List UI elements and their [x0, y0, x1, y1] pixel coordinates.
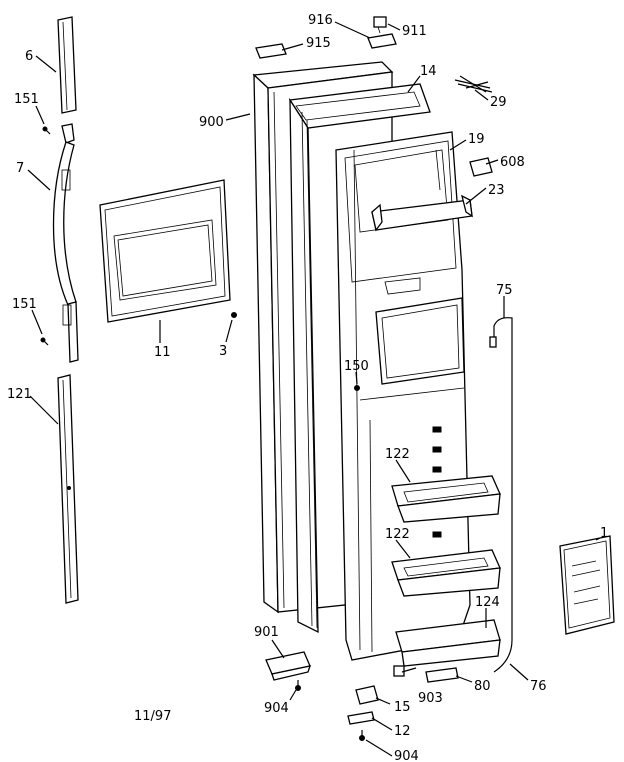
label-901: 901: [254, 625, 279, 640]
owners-manual: [559, 535, 615, 635]
screw-904-bottom: [359, 730, 365, 741]
label-904-left: 904: [264, 701, 289, 716]
label-124: 124: [475, 595, 500, 610]
label-11: 11: [154, 345, 171, 360]
bushing-911: [373, 16, 387, 34]
label-6: 6: [25, 49, 33, 64]
screw-3: [231, 312, 237, 318]
hinge-cap-916: [367, 33, 397, 49]
screw-151-upper: [42, 126, 51, 135]
leader-lines: [27, 21, 601, 757]
hinge-15: [355, 685, 379, 705]
label-122-lower: 122: [385, 527, 410, 542]
label-911: 911: [402, 24, 427, 39]
upper-shelf: [371, 194, 473, 232]
label-122-upper: 122: [385, 447, 410, 462]
label-904-bottom: 904: [394, 749, 419, 762]
label-608: 608: [500, 155, 525, 170]
screw-150: [354, 385, 360, 391]
label-76: 76: [530, 679, 547, 694]
label-19: 19: [468, 132, 485, 147]
label-900: 900: [199, 115, 224, 130]
roller-903: [393, 665, 405, 677]
hinge-cover-915: [255, 43, 287, 59]
water-tube: [489, 317, 513, 673]
hinge-plate-12: [347, 711, 375, 725]
label-7: 7: [16, 161, 24, 176]
wire-harness: [454, 75, 493, 93]
label-80: 80: [474, 679, 491, 694]
door-gasket: [288, 83, 431, 634]
part-labels: 6 151 7 151 121 11 3 900 916 915 911 14 …: [7, 13, 608, 762]
label-23: 23: [488, 183, 505, 198]
label-1: 1: [600, 526, 608, 541]
fitting-80: [425, 667, 459, 683]
label-14: 14: [420, 64, 437, 79]
label-12: 12: [394, 724, 411, 739]
part-608-block: [469, 157, 493, 177]
door-inner-liner: [335, 131, 471, 661]
label-75: 75: [496, 283, 513, 298]
label-150: 150: [344, 359, 369, 374]
trim-strip-upper: [57, 16, 77, 114]
label-121: 121: [7, 387, 32, 402]
dispenser-panel-frame: [99, 179, 231, 323]
label-916: 916: [308, 13, 333, 28]
door-handle: [52, 123, 79, 363]
label-151-lower: 151: [12, 297, 37, 312]
screw-151-lower: [40, 337, 49, 346]
trim-strip-lower: [57, 374, 79, 604]
label-29: 29: [490, 95, 507, 110]
door-bin-bottom: [395, 619, 501, 667]
label-3: 3: [219, 344, 227, 359]
date-code: 11/97: [134, 709, 171, 724]
label-903: 903: [418, 691, 443, 706]
hinge-bracket-901: [265, 651, 311, 681]
label-151-upper: 151: [14, 92, 39, 107]
label-915: 915: [306, 36, 331, 51]
door-bin-lower: [391, 549, 501, 597]
screw-904-left: [295, 680, 301, 691]
label-15: 15: [394, 700, 411, 715]
door-bin-upper: [391, 475, 501, 523]
